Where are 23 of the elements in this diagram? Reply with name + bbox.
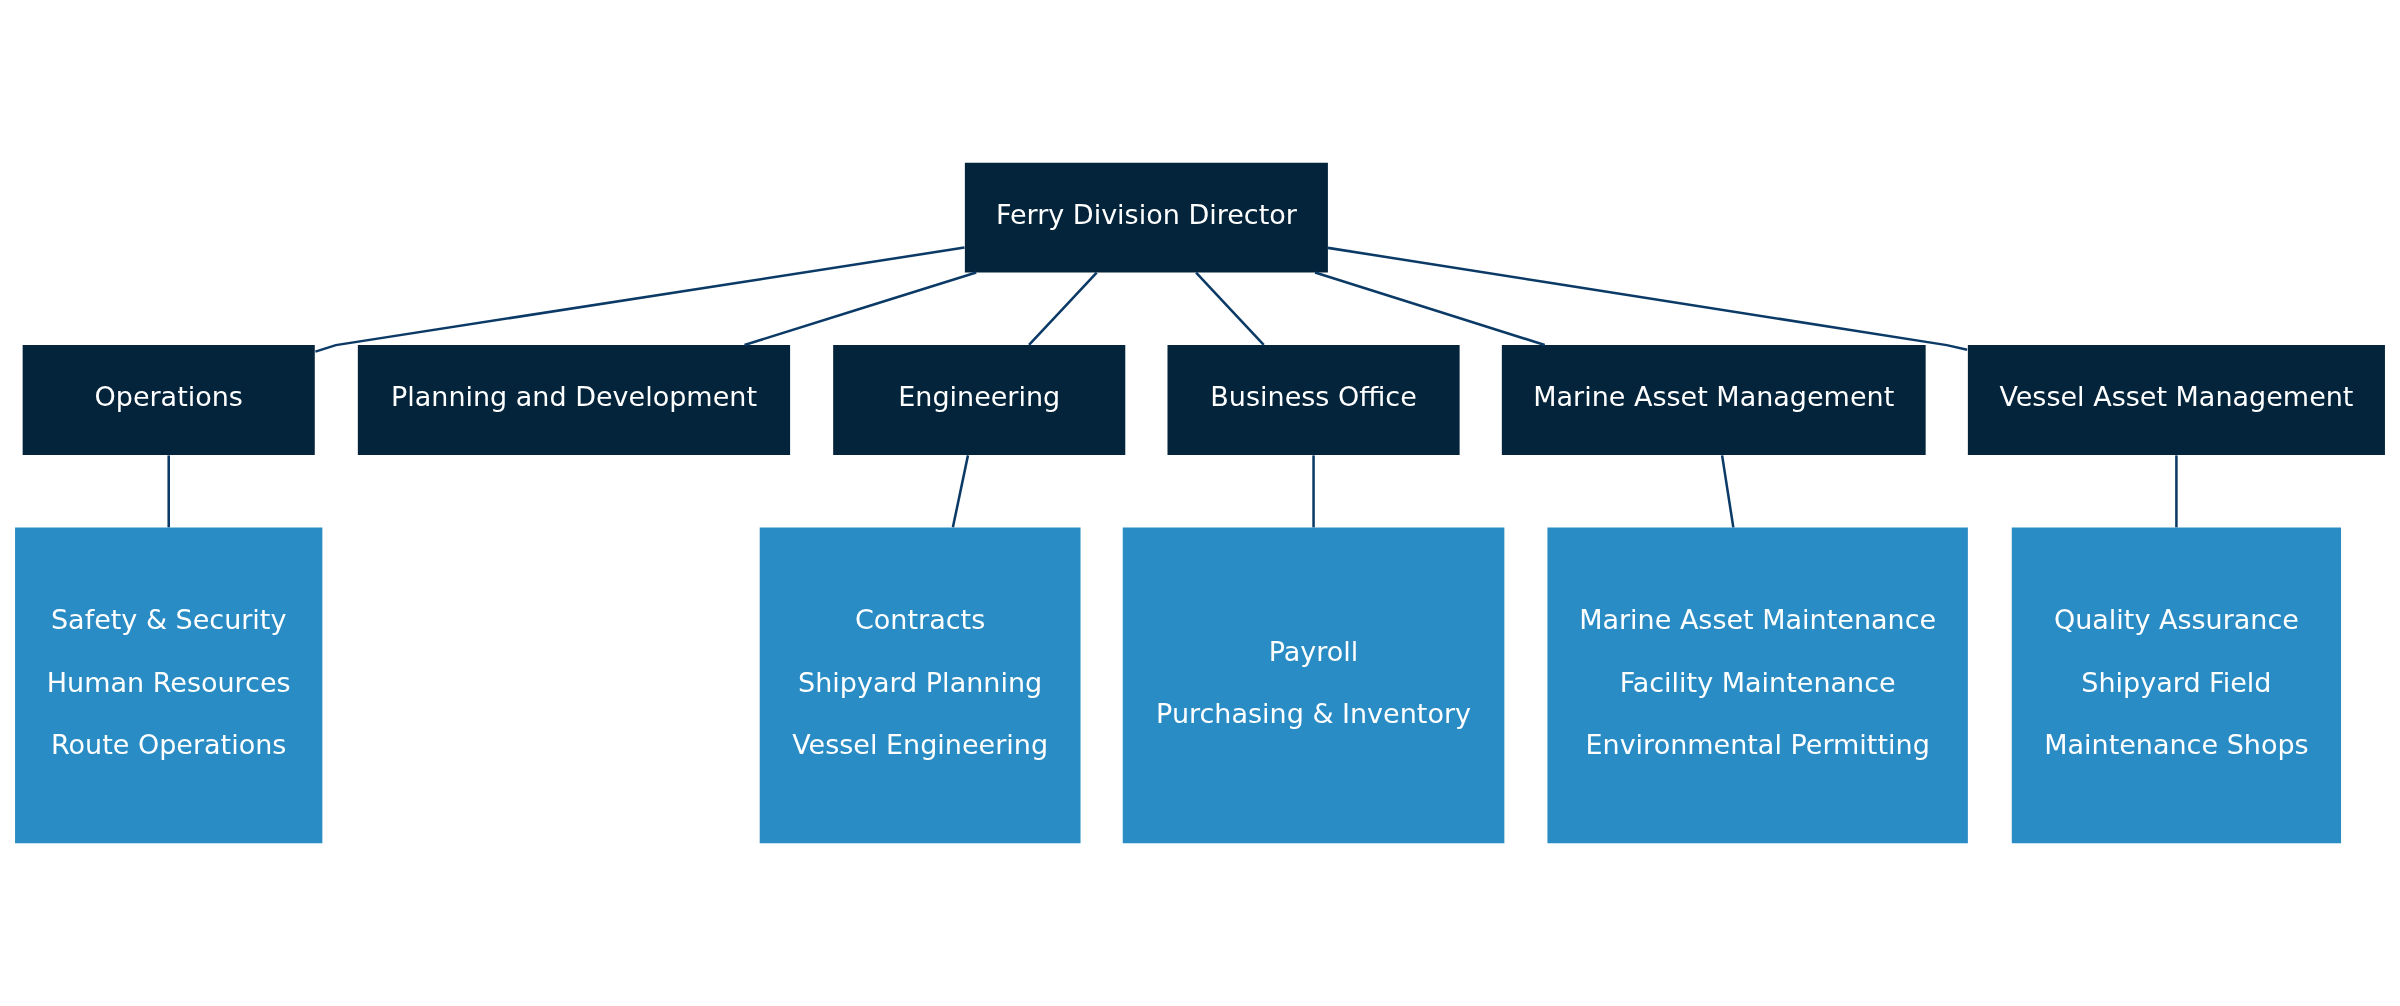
node-box: Marine Asset Management bbox=[1501, 345, 1926, 455]
node-box: Contracts Shipyard Planning Vessel Engineering bbox=[759, 527, 1081, 844]
node-box: Engineering bbox=[833, 345, 1126, 455]
connector bbox=[167, 455, 170, 528]
connector bbox=[1028, 271, 1098, 346]
connector bbox=[1195, 271, 1265, 346]
connector bbox=[1312, 455, 1315, 528]
node-box: Business Office bbox=[1167, 345, 1460, 455]
node-box: Marine Asset Maintenance Facility Maintenance Environmental Permitting bbox=[1547, 527, 1968, 844]
node-box: Safety & Security Human Resources Route Operations bbox=[15, 527, 323, 844]
node-box: Quality Assurance Shipyard Field Maintenance Shops bbox=[2011, 527, 2342, 844]
connector bbox=[1327, 246, 1968, 352]
node-box: Vessel Asset Management bbox=[1967, 345, 2385, 455]
connector bbox=[1720, 455, 1735, 528]
connector bbox=[744, 271, 977, 347]
node-box: Operations bbox=[22, 345, 315, 455]
node-box: Ferry Division Director bbox=[964, 162, 1328, 273]
connector bbox=[2175, 455, 2178, 528]
connector bbox=[951, 455, 970, 528]
connector bbox=[1314, 271, 1546, 347]
connector bbox=[315, 246, 965, 353]
node-box: Planning and Development bbox=[357, 345, 791, 455]
node-box: Payroll Purchasing & Inventory bbox=[1122, 527, 1505, 844]
